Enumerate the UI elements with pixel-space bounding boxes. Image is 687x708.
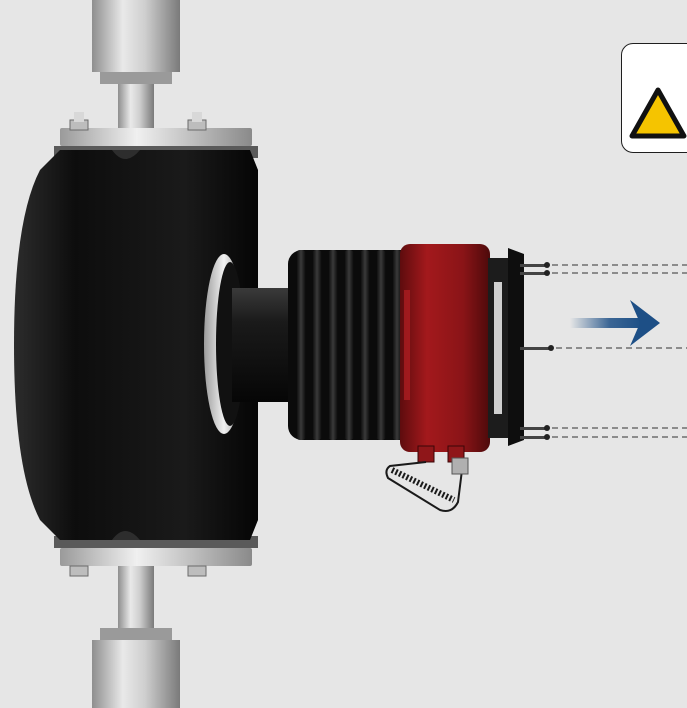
pump-body <box>14 150 258 540</box>
removal-direction-arrow <box>570 300 660 346</box>
top-pipe <box>92 0 180 128</box>
motor-red-housing <box>400 244 490 463</box>
warning-triangle-icon <box>629 87 687 139</box>
bottom-pipe <box>92 566 180 708</box>
cover-screws <box>520 262 554 440</box>
bottom-flange <box>54 536 258 577</box>
motor-shaft-housing <box>232 288 298 402</box>
cooling-fins <box>288 250 416 440</box>
coiled-cable <box>385 461 463 512</box>
warning-callout <box>621 43 687 153</box>
screw-guide-lines <box>552 264 687 438</box>
cable-connector <box>451 457 469 475</box>
motor-end-cover <box>488 248 524 446</box>
